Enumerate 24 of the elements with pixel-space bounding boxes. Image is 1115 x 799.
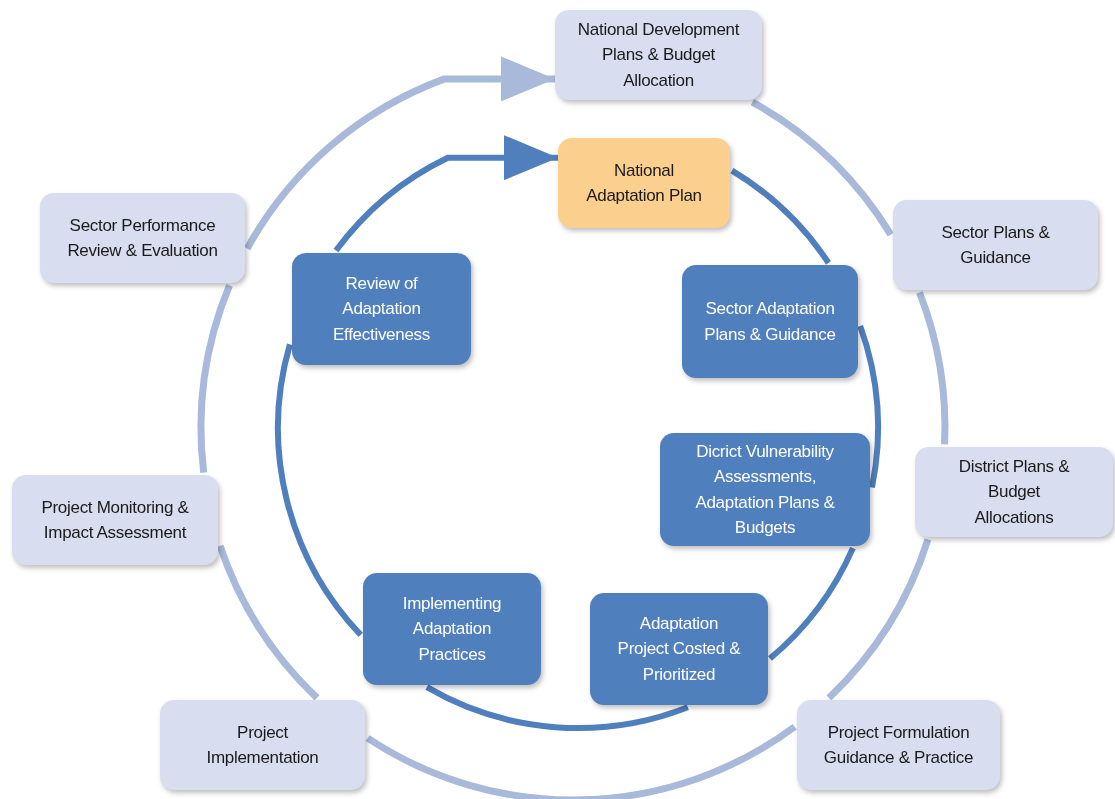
process-box: Dicrict Vulnerability Assessments, Adaptation Plans & Budgets [660, 433, 870, 546]
cycle-line [365, 723, 797, 799]
process-box: District Plans & Budget Allocations [915, 447, 1113, 537]
cycle-line [826, 538, 932, 701]
process-box: Sector Adaptation Plans & Guidance [682, 265, 858, 378]
process-box: Adaptation Project Costed & Prioritized [590, 593, 768, 705]
cycle-line [730, 168, 831, 265]
cycle-arrow [333, 135, 558, 253]
cycle-line [216, 544, 320, 701]
cycle-arrow [244, 56, 555, 251]
process-box: National Adaptation Plan [558, 138, 730, 228]
process-box: National Development Plans & Budget Allocation [555, 10, 762, 100]
process-box: Sector Plans & Guidance [893, 200, 1098, 290]
cycle-line [916, 291, 949, 445]
cycle-line [425, 684, 689, 731]
cycle-line [767, 546, 856, 661]
cycle-line [750, 99, 894, 237]
process-box: Implementing Adaptation Practices [363, 573, 541, 685]
cycle-line [275, 343, 363, 637]
process-box: Sector Performance Review & Evaluation [40, 193, 245, 283]
process-box: Review of Adaptation Effectiveness [292, 253, 471, 365]
process-box: Project Monitoring & Impact Assessment [12, 475, 218, 565]
process-box: Project Formulation Guidance & Practice [797, 700, 1000, 790]
process-box: Project Implementation [160, 700, 365, 790]
